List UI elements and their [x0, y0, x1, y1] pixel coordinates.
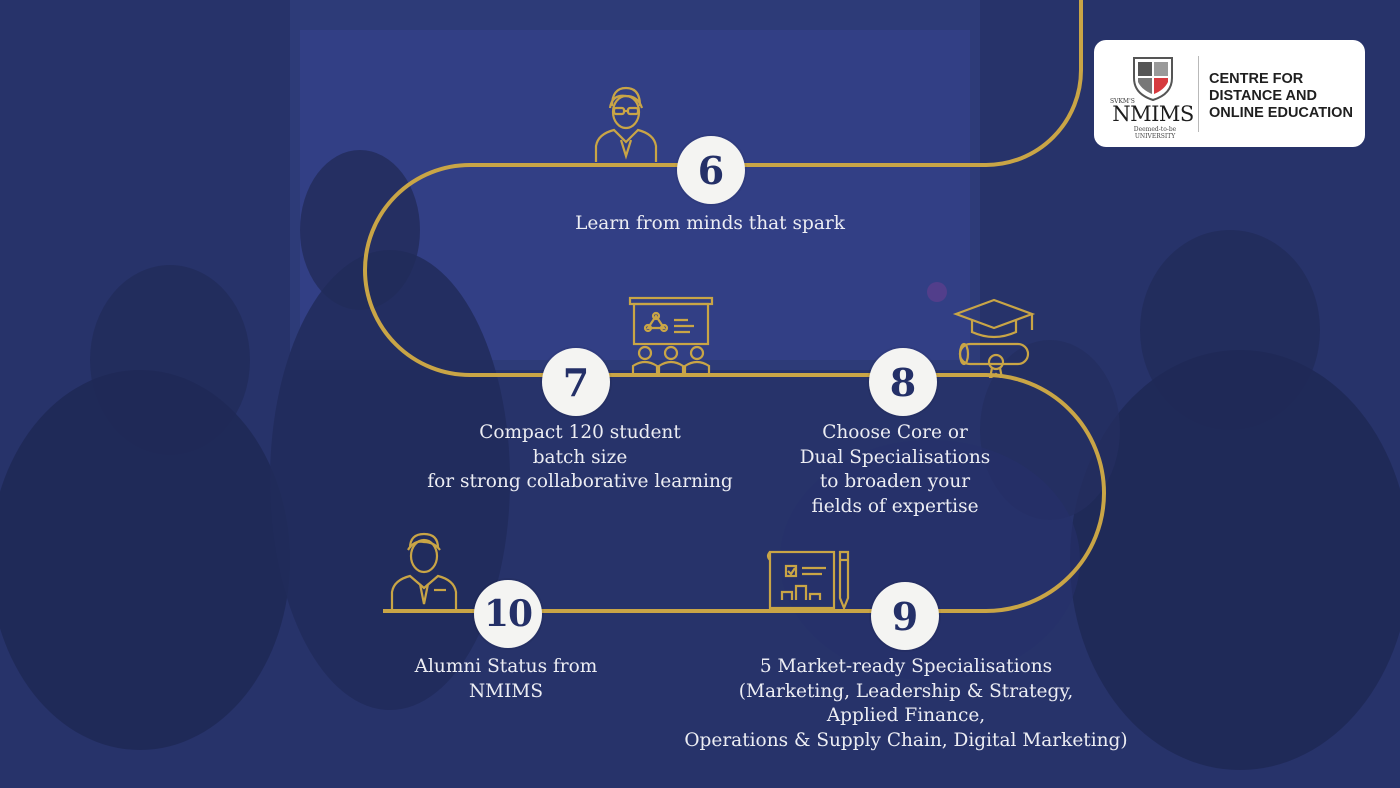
- logo-divider: [1198, 56, 1199, 132]
- classroom-presentation-icon: [628, 296, 714, 376]
- milestone-caption-10: Alumni Status from NMIMS: [414, 656, 598, 702]
- milestone-caption-7: Compact 120 student batch size for stron…: [427, 422, 733, 492]
- milestone-number-7: 7: [542, 348, 610, 416]
- nmims-logo: NMIMS SVKM'S Deemed-to-be UNIVERSITY: [1110, 54, 1196, 140]
- milestone-number-6: 6: [677, 136, 745, 204]
- nmims-wordmark: NMIMS: [1112, 102, 1194, 126]
- milestone-number-9: 9: [871, 582, 939, 650]
- milestone-caption-6: Learn from minds that spark: [575, 213, 845, 234]
- milestone-caption-8: Choose Core or Dual Specialisations to b…: [799, 422, 991, 517]
- blueprint-pencil-icon: [766, 550, 850, 611]
- university-label: Deemed-to-be UNIVERSITY: [1133, 126, 1177, 140]
- milestone-number-10: 10: [474, 580, 542, 648]
- teacher-icon: [594, 86, 658, 162]
- graduation-cap-diploma-icon: [952, 298, 1036, 378]
- milestone-number-8: 8: [869, 348, 937, 416]
- milestone-caption-9: 5 Market-ready Specialisations (Marketin…: [684, 656, 1128, 751]
- shield-icon: [1133, 57, 1173, 102]
- nmims-logo-card: NMIMS SVKM'S Deemed-to-be UNIVERSITY CEN…: [1094, 40, 1365, 147]
- alumni-person-icon: [390, 532, 458, 610]
- centre-tagline: CENTRE FOR DISTANCE AND ONLINE EDUCATION: [1209, 71, 1353, 121]
- svkm-label: SVKM'S: [1110, 98, 1135, 105]
